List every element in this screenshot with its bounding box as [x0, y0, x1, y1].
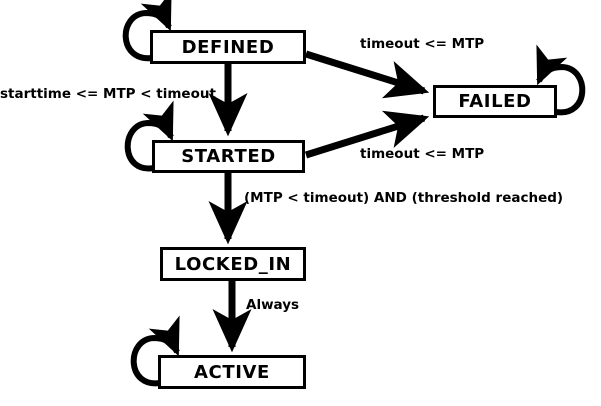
state-label-started: STARTED — [181, 146, 276, 167]
edge-defined-self-loop — [122, 0, 172, 62]
edge-failed-self-loop — [536, 44, 586, 116]
edge-label-locked-in-to-active: Always — [246, 297, 300, 313]
edge-label-started-to-failed: timeout <= MTP — [360, 146, 485, 162]
edge-started-self-loop — [124, 100, 174, 172]
edge-label-defined-self: starttime <= MTP < timeout — [0, 86, 216, 102]
state-node-locked-in[interactable]: LOCKED_IN — [160, 247, 306, 281]
edge-defined-to-failed — [304, 50, 430, 99]
state-label-active: ACTIVE — [194, 361, 270, 383]
state-node-active[interactable]: ACTIVE — [158, 355, 306, 389]
edge-label-started-to-locked-in: (MTP < timeout) AND (threshold reached) — [244, 190, 564, 206]
state-label-defined: DEFINED — [181, 36, 275, 58]
state-label-failed: FAILED — [458, 91, 532, 112]
state-node-started[interactable]: STARTED — [152, 140, 305, 173]
edge-active-self-loop — [130, 315, 180, 387]
edge-started-to-failed — [304, 110, 430, 159]
state-node-failed[interactable]: FAILED — [433, 85, 557, 118]
edge-label-defined-to-failed: timeout <= MTP — [360, 36, 485, 52]
state-node-defined[interactable]: DEFINED — [150, 30, 306, 64]
state-label-locked-in: LOCKED_IN — [174, 253, 292, 275]
